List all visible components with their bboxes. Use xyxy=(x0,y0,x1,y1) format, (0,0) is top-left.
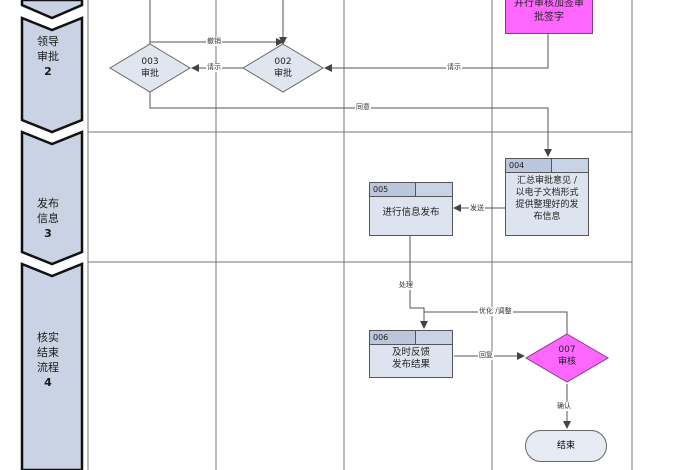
decision-002-shape[interactable] xyxy=(242,43,324,93)
lane-grid xyxy=(87,0,633,470)
process-005[interactable]: 005 进行信息发布 xyxy=(369,182,453,236)
stage-4-line2: 结束 xyxy=(37,346,59,359)
process-005-header-cell xyxy=(415,183,452,196)
parallel-approval-line2: 批签字 xyxy=(534,12,564,23)
decision-003-label: 审批 xyxy=(140,69,159,79)
process-006-id: 006 xyxy=(373,333,389,342)
edge-label-revoke: 撤销 xyxy=(206,37,222,46)
process-004-line2: 以电子文档形式 xyxy=(515,188,579,198)
edges xyxy=(149,34,571,429)
stage-headers xyxy=(20,0,84,470)
process-005-id: 005 xyxy=(373,185,389,194)
stage-2-line1: 领导 xyxy=(37,35,59,48)
stage-4-line1: 核实 xyxy=(37,331,59,344)
decision-007-text: 007 审核 xyxy=(542,344,592,368)
process-004-line4: 布信息 xyxy=(533,212,561,222)
edge-label-reply: 回复 xyxy=(478,351,494,360)
process-005-body: 进行信息发布 xyxy=(370,197,452,222)
edge-label-process: 处理 xyxy=(398,281,414,290)
stage-4-label: 核实 结束 流程 4 xyxy=(22,330,74,390)
process-parallel-approval[interactable]: 并行审核加签审 批签字 xyxy=(505,0,593,34)
process-006-header-cell xyxy=(415,331,452,344)
edge-label-optimize: 优化 /调整 xyxy=(478,307,513,316)
decision-003-text: 003 审批 xyxy=(125,56,175,80)
stage-4-number: 4 xyxy=(44,376,52,389)
process-004-header: 004 xyxy=(506,159,588,173)
process-005-label: 进行信息发布 xyxy=(382,207,440,218)
process-006-line1: 及时反馈 xyxy=(391,347,430,358)
edge-label-confirm: 确认 xyxy=(556,402,572,411)
process-004-header-cell xyxy=(551,159,588,172)
stage-2-label: 领导 审批 2 xyxy=(22,34,74,79)
decision-002-id: 002 xyxy=(274,57,292,67)
process-005-header: 005 xyxy=(370,183,452,197)
stage-2-number: 2 xyxy=(44,65,52,78)
process-006-body: 及时反馈 发布结果 xyxy=(370,345,452,374)
process-004-line3: 提供整理好的发 xyxy=(515,200,579,210)
stage-3-line2: 信息 xyxy=(37,212,59,225)
decision-002-label: 审批 xyxy=(273,69,292,79)
decision-007-label: 审核 xyxy=(557,357,576,367)
edge-label-send: 发送 xyxy=(469,204,485,213)
process-006-header: 006 xyxy=(370,331,452,345)
decision-007-id: 007 xyxy=(558,345,576,355)
edge-label-request-002: 请示 xyxy=(446,63,462,72)
decision-003-id: 003 xyxy=(141,57,159,67)
process-004-line1: 汇总审批意见 / xyxy=(517,176,577,186)
stage-3-number: 3 xyxy=(44,227,52,240)
process-004-body: 汇总审批意见 / 以电子文档形式 提供整理好的发 布信息 xyxy=(506,173,588,225)
stage-3-label: 发布 信息 3 xyxy=(22,196,74,241)
process-004-id: 004 xyxy=(509,161,525,170)
parallel-approval-line1: 并行审核加签审 xyxy=(514,0,584,9)
end-terminator[interactable]: 结束 xyxy=(525,430,607,462)
stage-4-line3: 流程 xyxy=(37,361,59,374)
stage-3-line1: 发布 xyxy=(37,197,59,210)
process-006-line2: 发布结果 xyxy=(391,359,430,370)
incoming-lines xyxy=(149,0,287,45)
process-006[interactable]: 006 及时反馈 发布结果 xyxy=(369,330,453,378)
decision-007-shape[interactable] xyxy=(525,333,609,383)
stage-2-line2: 审批 xyxy=(37,50,59,63)
edge-label-agree: 同意 xyxy=(355,103,371,112)
end-label: 结束 xyxy=(556,441,575,451)
process-004[interactable]: 004 汇总审批意见 / 以电子文档形式 提供整理好的发 布信息 xyxy=(505,158,589,236)
decision-002-text: 002 审批 xyxy=(258,56,308,80)
edge-label-request-003: 请示 xyxy=(206,63,222,72)
